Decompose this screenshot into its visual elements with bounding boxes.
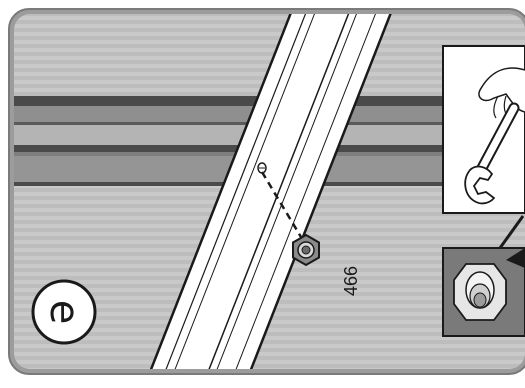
step-letter: e: [41, 300, 87, 325]
nut-detail-inset: [443, 248, 525, 336]
hex-nut-detail-icon: [454, 264, 506, 320]
hex-nut-icon: [293, 235, 319, 265]
step-badge: e: [33, 281, 95, 343]
bolt-hole: [258, 163, 266, 173]
part-number-label: 466: [341, 266, 361, 296]
tool-inset: [443, 46, 525, 213]
